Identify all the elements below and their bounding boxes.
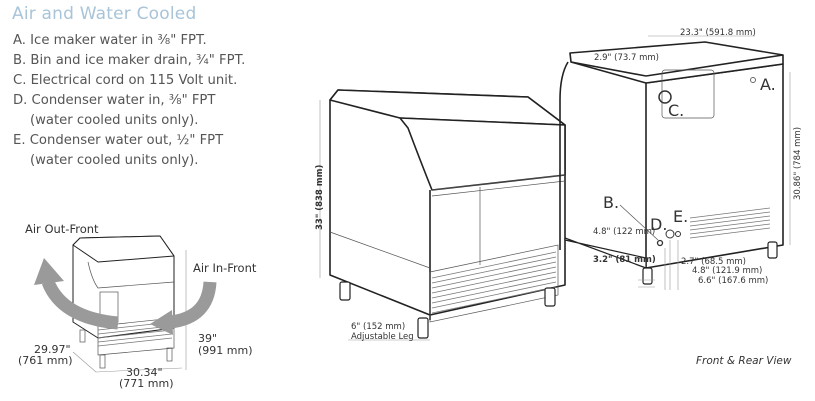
- front-height-dim: 33" (838 mm): [315, 164, 325, 230]
- rear-height-dim: 30.86" (784 mm): [793, 127, 803, 200]
- leg-dim: 6" (152 mm): [351, 322, 405, 332]
- connection-e: E. Condenser water out, ½" FPT: [13, 133, 224, 148]
- air-out-label: Air Out-Front: [25, 222, 99, 236]
- label-a: A.: [760, 75, 776, 94]
- small-ice-machine: [72, 235, 175, 369]
- rear-ice-machine: [559, 41, 784, 285]
- small-width-mm: (771 mm): [119, 377, 174, 390]
- dim-leg: 3.2" (81 mm): [593, 255, 656, 265]
- connection-a: A. Ice maker water in ⅜" FPT.: [13, 33, 207, 48]
- rear-offset-c-dim: 2.9" (73.7 mm): [594, 53, 659, 63]
- connection-b: B. Bin and ice maker drain, ¾" FPT.: [13, 53, 246, 68]
- small-depth-mm: (761 mm): [18, 354, 73, 367]
- dim-3: 6.6" (167.6 mm): [698, 276, 768, 286]
- label-b: B.: [603, 193, 619, 212]
- rear-width-dim: 23.3" (591.8 mm): [680, 28, 756, 38]
- connection-list: A. Ice maker water in ⅜" FPT. B. Bin and…: [13, 31, 245, 171]
- label-e: E.: [673, 207, 688, 226]
- electrical-cord-icon: [658, 90, 672, 104]
- label-c: C.: [668, 101, 684, 120]
- air-in-arrow-icon: [150, 281, 217, 335]
- leg-label: Adjustable Leg: [351, 332, 414, 342]
- connection-e-note: (water cooled units only).: [30, 153, 199, 168]
- dim-b: 4.8" (122 mm): [593, 227, 655, 237]
- water-inlet-icon: [750, 77, 756, 83]
- connection-d: D. Condenser water in, ⅜" FPT: [13, 93, 216, 108]
- small-height-mm: (991 mm): [198, 344, 253, 357]
- small-depth-in: 29.97": [34, 343, 71, 356]
- front-ice-machine: [329, 89, 566, 339]
- condenser-out-icon: [675, 231, 681, 237]
- drain-icon: [656, 239, 664, 247]
- connection-c: C. Electrical cord on 115 Volt unit.: [13, 73, 238, 88]
- small-height-in: 39": [198, 332, 217, 345]
- dim-2: 4.8" (121.9 mm): [692, 266, 762, 276]
- small-width-in: 30.34": [126, 366, 163, 379]
- view-caption: Front & Rear View: [696, 355, 792, 367]
- section-title: Air and Water Cooled: [12, 4, 197, 24]
- condenser-in-icon: [665, 229, 675, 239]
- dim-1: 2.7" (68.5 mm): [681, 257, 746, 267]
- label-d: D.: [650, 215, 667, 234]
- connection-d-note: (water cooled units only).: [30, 113, 199, 128]
- air-out-arrow-icon: [34, 258, 119, 330]
- air-in-label: Air In-Front: [193, 261, 257, 275]
